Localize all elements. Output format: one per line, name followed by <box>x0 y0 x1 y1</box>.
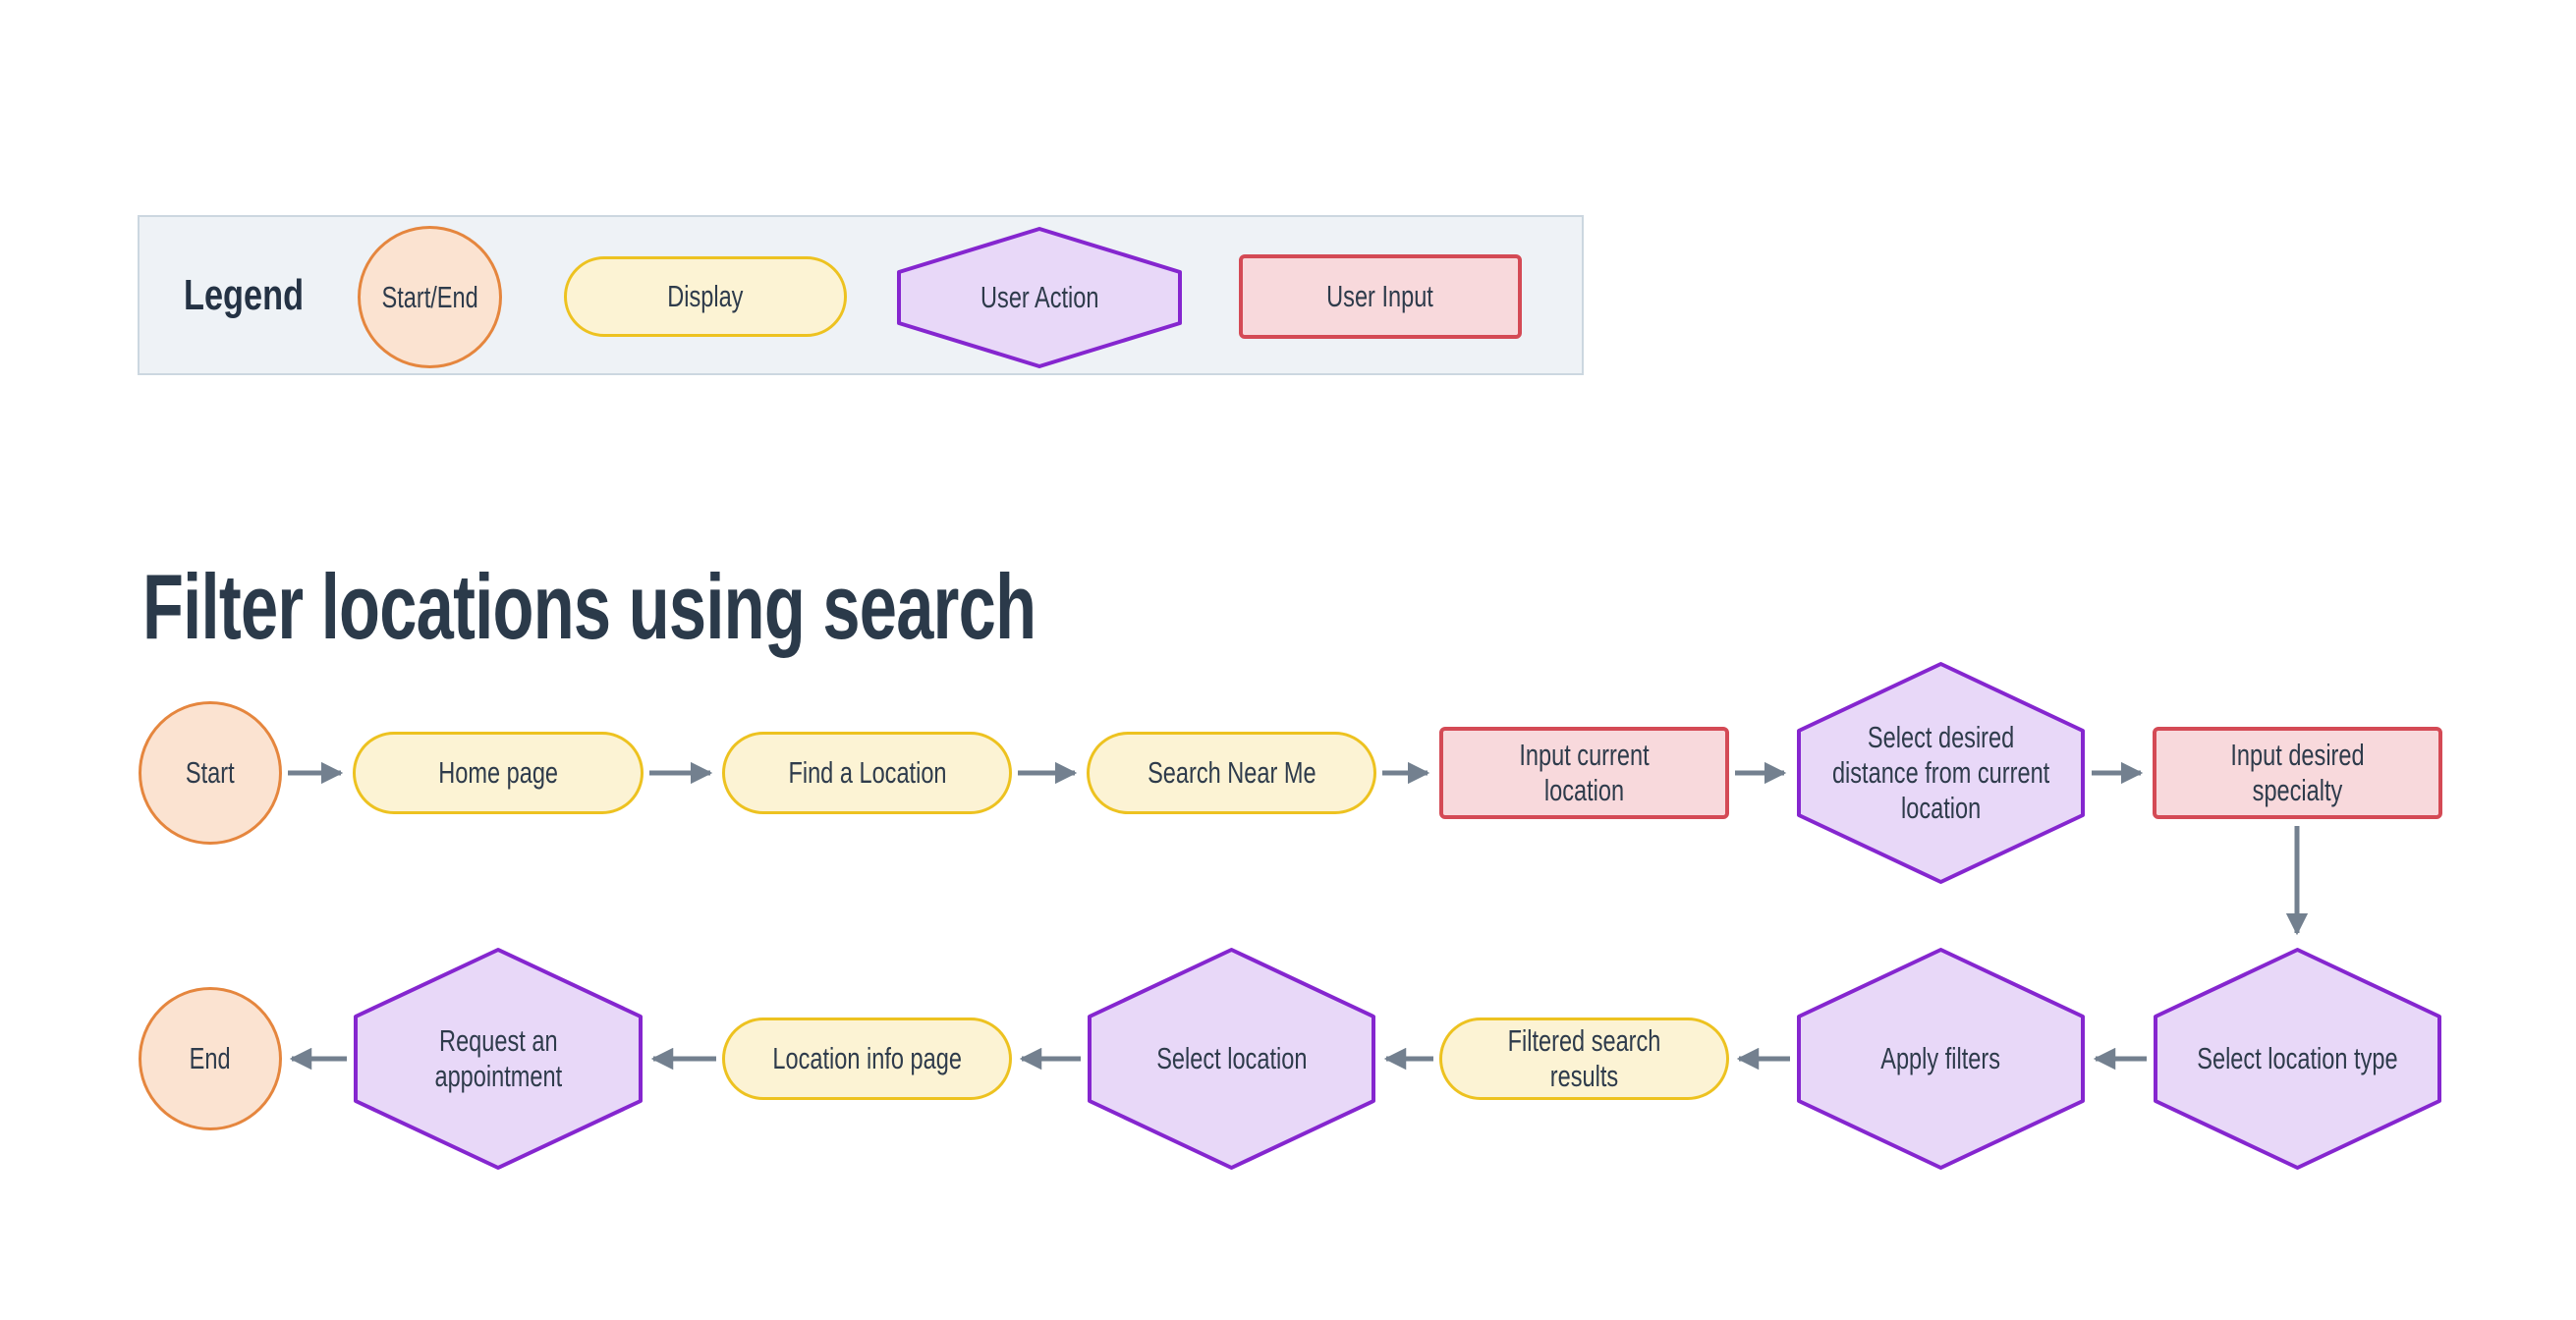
node-select-location-type: Select location type <box>2153 947 2442 1171</box>
hexagon-shape <box>1088 948 1375 1170</box>
node-select-desired-distance: Select desired distance from current loc… <box>1796 661 2086 885</box>
hexagon-shape <box>1797 948 2085 1170</box>
legend-label-display: Display <box>667 279 744 313</box>
node-start: Start <box>139 701 282 845</box>
legend-title: Legend <box>184 217 337 373</box>
legend-item-user-input: User Input <box>1239 254 1522 339</box>
legend-label-user-input: User Input <box>1326 279 1434 313</box>
node-filtered-search-results-label: Filtered search results <box>1507 1023 1661 1093</box>
hexagon-shape <box>1797 662 2085 884</box>
legend-item-start-end: Start/End <box>358 226 502 368</box>
legend-item-display: Display <box>564 256 847 337</box>
node-location-info-page-label: Location info page <box>772 1041 962 1075</box>
node-search-near-me-label: Search Near Me <box>1147 755 1316 790</box>
node-end: End <box>139 987 282 1130</box>
node-start-label: Start <box>186 755 235 790</box>
legend-label-user-action: User Action <box>980 280 1099 314</box>
node-find-a-location: Find a Location <box>722 732 1012 814</box>
node-request-appointment: Request an appointment <box>353 947 644 1171</box>
legend-title-text: Legend <box>184 270 305 319</box>
node-location-info-page: Location info page <box>722 1018 1012 1100</box>
hexagon-shape <box>897 227 1182 368</box>
node-input-desired-specialty-label: Input desired specialty <box>2230 738 2365 807</box>
node-home-page-label: Home page <box>438 755 558 790</box>
node-apply-filters: Apply filters <box>1796 947 2086 1171</box>
legend-panel: Legend Start/End Display User Action Use… <box>138 215 1584 375</box>
legend-label-start-end: Start/End <box>381 279 478 314</box>
node-home-page: Home page <box>353 732 644 814</box>
node-select-location: Select location <box>1087 947 1376 1171</box>
node-input-current-location: Input current location <box>1439 727 1729 819</box>
node-select-location-label: Select location <box>1155 1041 1308 1075</box>
node-input-desired-specialty: Input desired specialty <box>2153 727 2442 819</box>
page-title-text: Filter locations using search <box>142 555 1036 658</box>
node-request-appointment-label: Request an appointment <box>434 1023 562 1093</box>
legend-item-user-action: User Action <box>896 226 1183 369</box>
node-filtered-search-results: Filtered search results <box>1439 1018 1729 1100</box>
page-title: Filter locations using search <box>142 555 1367 658</box>
node-apply-filters-label: Apply filters <box>1880 1041 2001 1075</box>
node-search-near-me: Search Near Me <box>1087 732 1376 814</box>
node-input-current-location-label: Input current location <box>1519 738 1650 807</box>
node-end-label: End <box>190 1041 231 1075</box>
hexagon-shape <box>2154 948 2441 1170</box>
hexagon-shape <box>354 948 643 1170</box>
node-select-location-type-label: Select location type <box>2197 1041 2398 1075</box>
node-find-a-location-label: Find a Location <box>787 755 947 790</box>
node-select-desired-distance-label: Select desired distance from current loc… <box>1831 720 2050 825</box>
